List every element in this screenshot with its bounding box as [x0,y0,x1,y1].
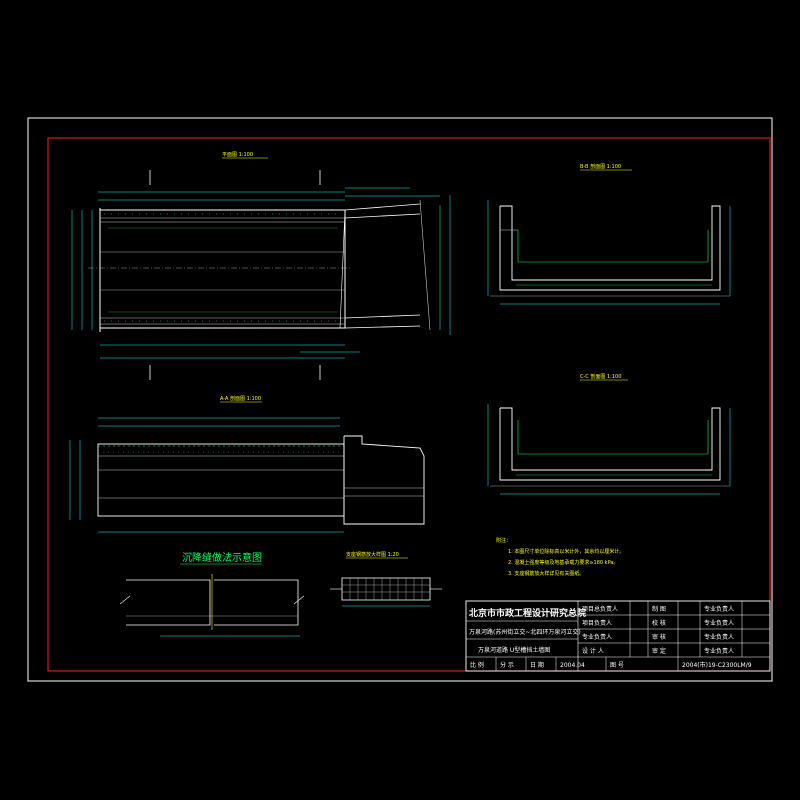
role-left-2: 项目负责人 [582,619,612,627]
section-bb-view: B-B 剖面图 1:100 [487,163,731,305]
section-cc-title: C-C 剖面图 1:100 [580,373,621,380]
notes-item-1: 1. 本图尺寸单位除标高以米计外，其余均以厘米计。 [508,548,624,555]
notes-item-3: 3. 支座钢筋放大样详见有关图纸。 [508,570,584,577]
role-left-1: 项目总负责人 [582,605,618,613]
notes-block: 附注： 1. 本图尺寸单位除标高以米计外，其余均以厘米计。 2. 混凝土强度等级… [496,537,624,577]
role-mid-3: 审 核 [652,633,666,641]
role-left-4: 设 计 人 [582,647,604,655]
role-right-4: 专业负责人 [704,647,734,655]
role-left-3: 专业负责人 [582,633,612,641]
project-name: 万泉河路(苏州街立交~北四环万泉河立交) [469,628,581,636]
date-value: 2004.04 [560,662,585,669]
role-mid-4: 审 定 [652,647,666,655]
section-bb-title: B-B 剖面图 1:100 [580,163,621,170]
role-right-2: 专业负责人 [704,619,734,627]
section-cc-view: C-C 剖面图 1:100 [487,373,731,495]
plan-view-title: 平面图 1:100 [222,152,253,158]
bearing-rebar-detail: 支座钢筋放大样图 1:20 [330,551,442,607]
section-aa-title: A-A 剖面图 1:100 [220,395,261,402]
outer-sheet-border [27,117,773,682]
notes-item-2: 2. 混凝土强度等级及地基承载力要求≥180 kPa。 [508,559,618,566]
inner-drawing-border [47,137,771,672]
plan-view: 平面图 1:100 [71,152,451,380]
role-right-3: 专业负责人 [704,633,734,641]
notes-heading: 附注： [496,537,511,544]
settlement-joint-detail: 沉降缝做法示意图 [119,551,305,637]
settlement-joint-title: 沉降缝做法示意图 [182,551,262,564]
scale-label: 比 例 [470,661,484,669]
bearing-rebar-title: 支座钢筋放大样图 1:20 [346,551,399,558]
title-block: 北京市市政工程设计研究总院 万泉河路(苏州街立交~北四环万泉河立交) 万泉河道路… [465,600,771,672]
institute-name: 北京市市政工程设计研究总院 [469,607,586,619]
section-aa-view: A-A 剖面图 1:100 [69,395,425,533]
drawing-name: 万泉河道路 U型槽挡土墙图 [478,646,550,654]
date-label: 日 期 [530,661,544,669]
role-mid-2: 校 核 [652,619,666,627]
drawing-number-label: 图 号 [610,662,624,669]
division-label: 分 示 [500,661,514,669]
plan-rebar-top [104,213,340,322]
role-mid-1: 制 图 [652,605,666,613]
drawing-number-value: 2004(市)19-C2300LM/9 [682,661,752,669]
role-right-1: 专业负责人 [704,605,734,613]
